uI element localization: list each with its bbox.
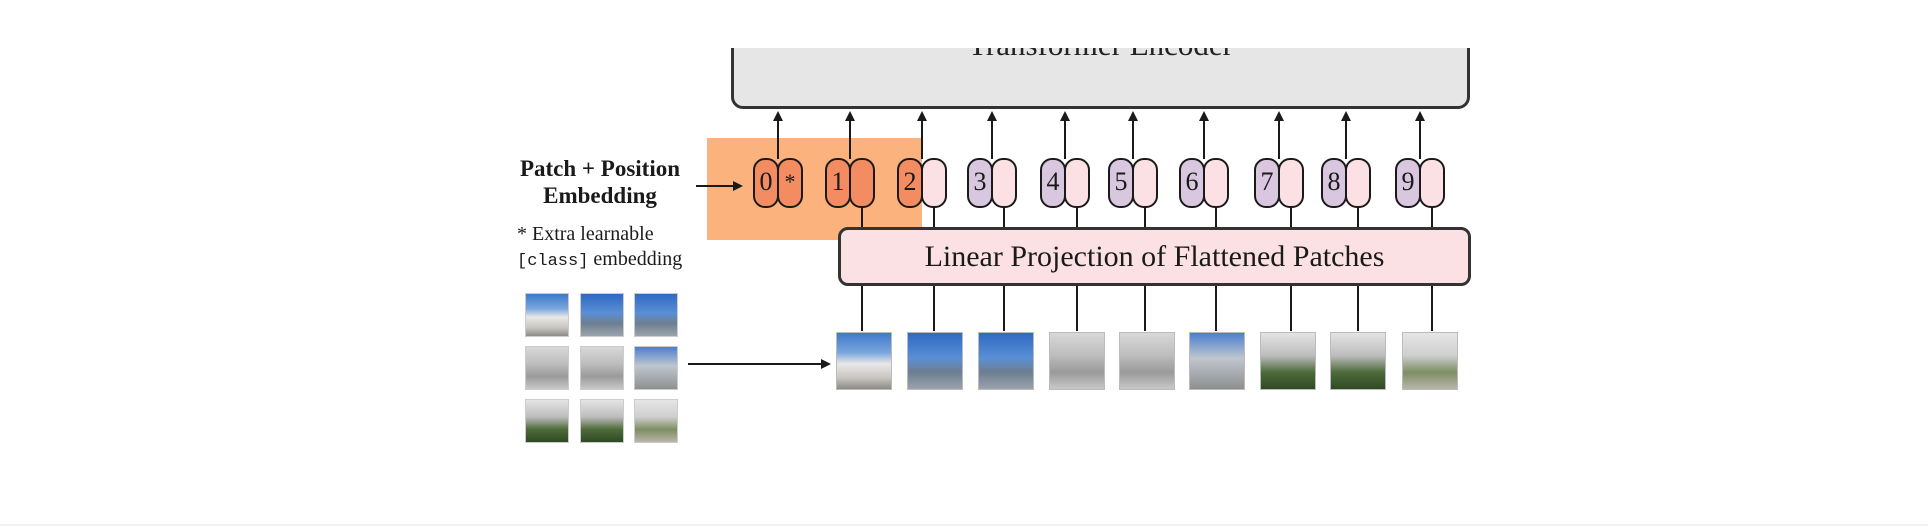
token-number-7: 7 xyxy=(1260,167,1274,196)
linear-projection-label: Linear Projection of Flattened Patches xyxy=(924,240,1385,273)
grid-patch-9 xyxy=(634,399,678,443)
token-number-8: 8 xyxy=(1327,167,1341,196)
linear-projection-box: Linear Projection of Flattened Patches xyxy=(838,227,1471,286)
token-number-0: 0 xyxy=(759,167,773,196)
token-number-5: 5 xyxy=(1114,167,1128,196)
note-line2: [class] embedding xyxy=(517,247,682,274)
patch-embedding-2 xyxy=(921,158,947,208)
token-number-9: 9 xyxy=(1401,167,1415,196)
token-number-6: 6 xyxy=(1185,167,1199,196)
bottom-band xyxy=(0,524,1928,526)
patch-embedding-9 xyxy=(1419,158,1445,208)
note-rest: embedding xyxy=(588,248,683,270)
patch-image-4 xyxy=(1049,332,1105,390)
grid-patch-2 xyxy=(580,293,624,337)
patch-embedding-5 xyxy=(1132,158,1158,208)
grid-patch-8 xyxy=(580,399,624,443)
class-token-code: [class] xyxy=(517,252,589,271)
patch-embedding-0 xyxy=(777,158,803,208)
embedding-label-line1: Patch + Position xyxy=(519,156,681,181)
grid-patch-7 xyxy=(525,399,569,443)
patch-image-8 xyxy=(1330,332,1386,390)
patch-image-5 xyxy=(1119,332,1175,390)
top-crop-area xyxy=(0,0,1928,48)
patch-embedding-3 xyxy=(991,158,1017,208)
grid-patch-3 xyxy=(634,293,678,337)
extra-learnable-note: * Extra learnable [class] embedding xyxy=(517,222,682,274)
note-line1: * Extra learnable xyxy=(517,223,654,245)
patch-image-6 xyxy=(1189,332,1245,390)
patch-position-embedding-label: Patch + Position Embedding xyxy=(500,155,700,209)
token-number-3: 3 xyxy=(973,167,987,196)
grid-patch-6 xyxy=(634,346,678,390)
embedding-label-line2: Embedding xyxy=(543,183,657,208)
token-number-2: 2 xyxy=(903,167,917,196)
patch-embedding-7 xyxy=(1278,158,1304,208)
token-number-4: 4 xyxy=(1046,167,1060,196)
patch-image-1 xyxy=(836,332,892,390)
grid-patch-5 xyxy=(580,346,624,390)
patch-embedding-1 xyxy=(849,158,875,208)
patch-embedding-6 xyxy=(1203,158,1229,208)
patch-image-9 xyxy=(1402,332,1458,390)
class-token-star: * xyxy=(784,169,796,194)
patch-image-2 xyxy=(907,332,963,390)
patch-embedding-8 xyxy=(1345,158,1371,208)
grid-patch-4 xyxy=(525,346,569,390)
patch-image-7 xyxy=(1260,332,1316,390)
grid-patch-1 xyxy=(525,293,569,337)
token-number-1: 1 xyxy=(831,167,845,196)
patch-image-3 xyxy=(978,332,1034,390)
patch-embedding-4 xyxy=(1064,158,1090,208)
